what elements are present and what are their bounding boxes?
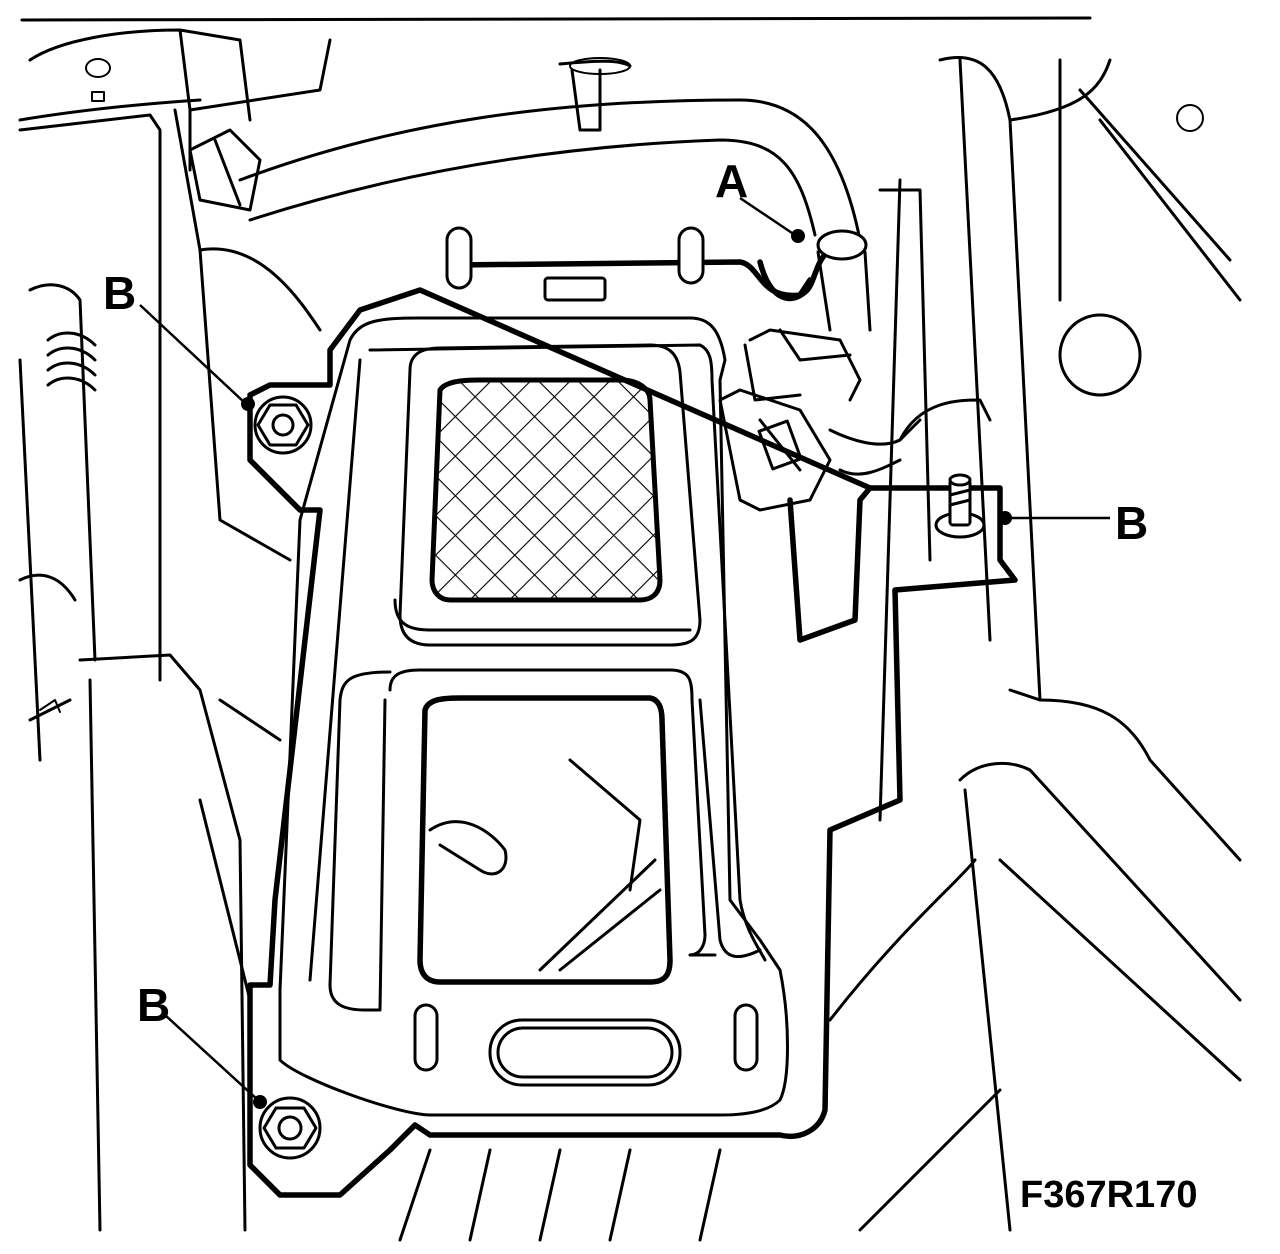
hose-connector-a xyxy=(718,229,992,512)
figure-code: F367R170 xyxy=(1020,1174,1198,1216)
callout-b-left-upper: B xyxy=(103,267,137,319)
cover-plate xyxy=(247,226,1018,1198)
nut-left-upper xyxy=(253,395,313,455)
callout-b-right: B xyxy=(1115,497,1149,549)
leader-lines xyxy=(139,196,1110,1109)
stud-right xyxy=(934,473,986,539)
background-structure xyxy=(18,16,1242,1242)
callout-a: A xyxy=(715,155,749,207)
nut-left-lower xyxy=(258,1096,322,1160)
callout-b-left-lower: B xyxy=(137,979,171,1031)
